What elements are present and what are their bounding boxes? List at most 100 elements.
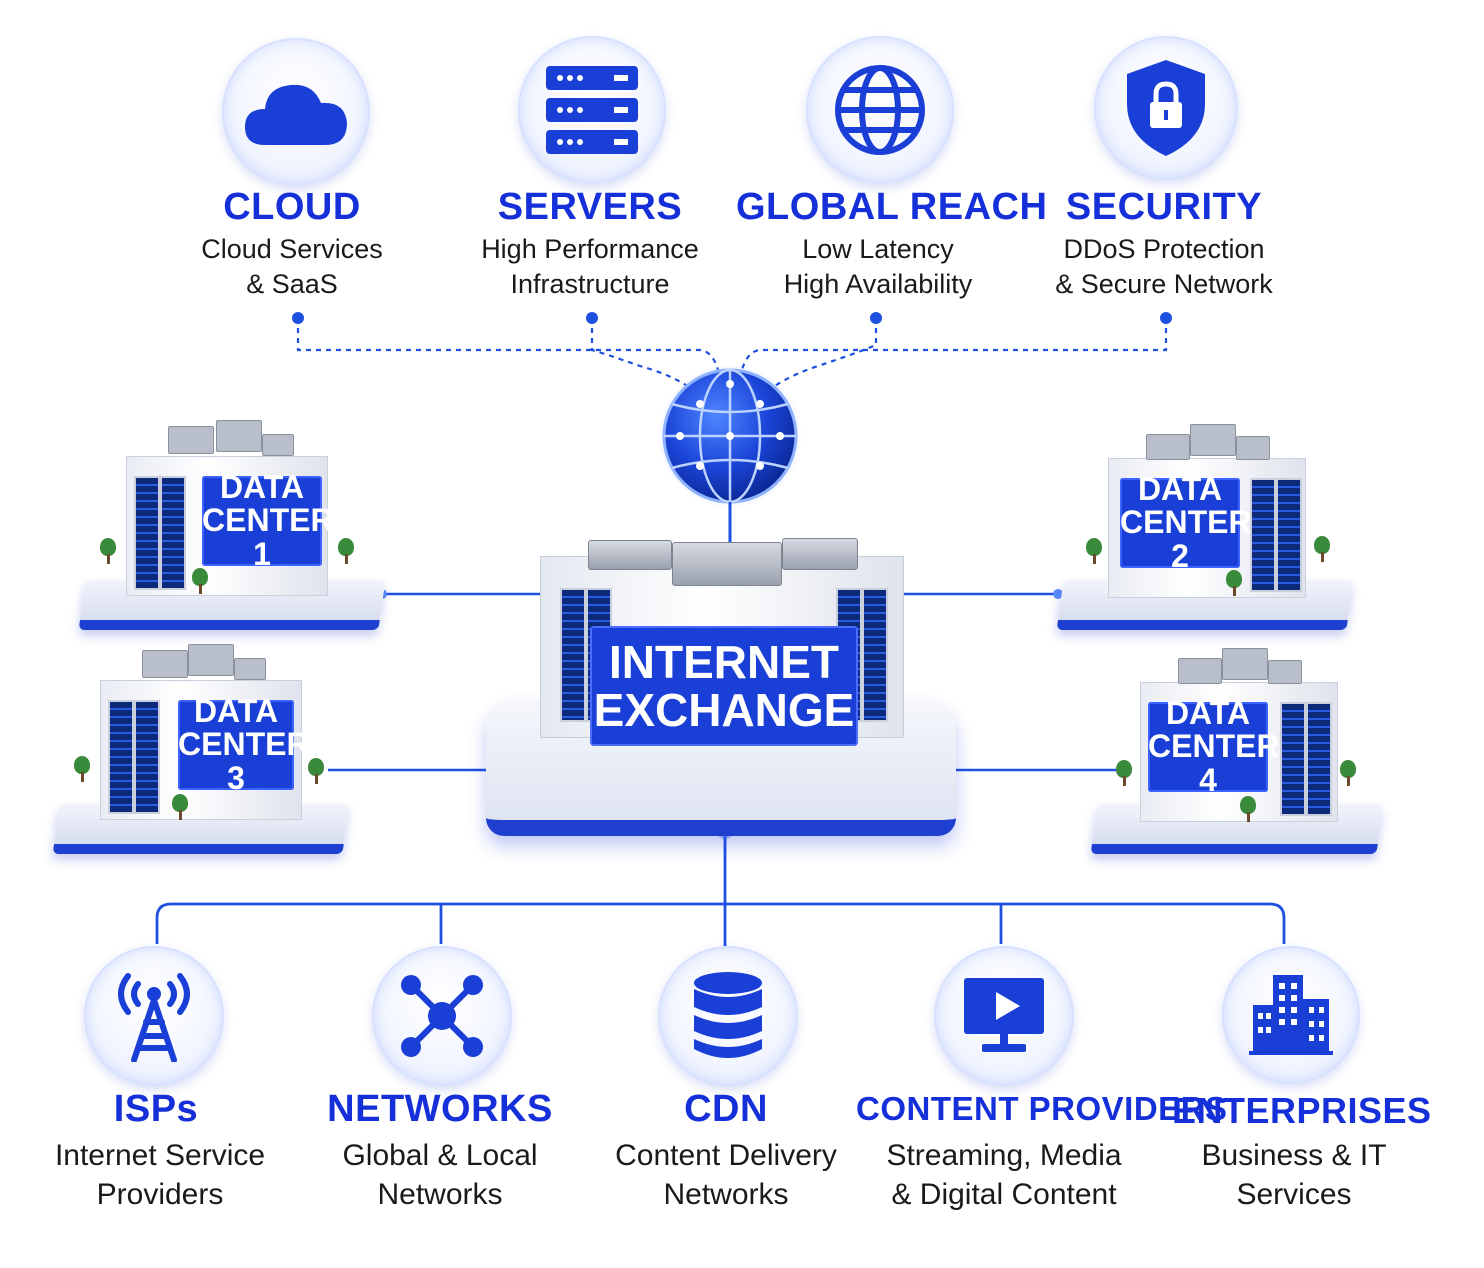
global-reach-description: Low Latency High Availability [736, 232, 1020, 302]
enterprises-title: ENTERPRISES [1172, 1090, 1432, 1131]
data-center-2-roof-unit [1146, 434, 1190, 460]
router-icon [672, 542, 782, 586]
globe-icon [835, 65, 925, 155]
cloud-icon [245, 84, 347, 145]
top-link-dots [292, 312, 1172, 324]
cloud-line-2: & SaaS [246, 269, 338, 300]
bottom-distribution-links [155, 832, 1286, 946]
data-center-2-rack [1250, 478, 1276, 592]
tree-decoration [170, 794, 190, 822]
data-center-1-roof-unit [216, 420, 262, 452]
cell-tower-icon [118, 973, 190, 1062]
tree-decoration [1312, 536, 1332, 564]
global-reach-line-1: Low Latency [802, 234, 954, 264]
servers-line-1: High Performance [481, 234, 699, 264]
tree-decoration [306, 758, 326, 786]
data-center-2-roof-unit [1236, 436, 1270, 460]
isps-title: ISPs [113, 1088, 199, 1130]
data-center-1-sign-line-2: CENTER 1 [202, 502, 334, 572]
data-center-3-roof-unit [142, 650, 188, 678]
cdn-description: Content Delivery Networks [588, 1136, 864, 1214]
network-nodes-icon [401, 975, 483, 1057]
data-center-4-sign-line-2: CENTER 4 [1148, 728, 1280, 798]
exchange-rooftop-unit [782, 538, 858, 570]
tree-decoration [98, 538, 118, 566]
exchange-rack [560, 588, 586, 722]
data-center-4-sign: DATA CENTER 4 [1148, 696, 1280, 797]
content-providers-line-2: & Digital Content [891, 1178, 1117, 1211]
data-center-2: DATA CENTER 2 [1056, 424, 1354, 630]
data-center-4: DATA CENTER 4 [1090, 648, 1384, 854]
enterprises-line-2: Services [1236, 1178, 1352, 1211]
data-center-1-roof-unit [262, 434, 294, 456]
exchange-sign: INTERNET EXCHANGE [590, 626, 858, 746]
cdn-title: CDN [684, 1088, 768, 1130]
enterprises-circle [1222, 946, 1360, 1084]
networks-line-1: Global & Local [342, 1139, 538, 1172]
content-providers-line-1: Streaming, Media [886, 1139, 1122, 1172]
servers-title: SERVERS [497, 186, 683, 228]
data-center-3-rack [134, 700, 160, 814]
data-center-3-roof-unit [188, 644, 234, 676]
tree-decoration [1238, 796, 1258, 824]
data-center-1: DATA CENTER 1 [78, 420, 386, 630]
server-rack-icon [546, 66, 638, 154]
isps-circle [84, 946, 224, 1086]
networks-title: NETWORKS [327, 1088, 553, 1130]
cloud-circle [222, 38, 370, 186]
cloud-line-1: Cloud Services [201, 234, 383, 264]
data-center-3-rack [108, 700, 134, 814]
exchange-sign-line-1: INTERNET [609, 635, 839, 688]
global-reach-title: GLOBAL REACH [736, 186, 1048, 228]
data-center-4-roof-unit [1222, 648, 1268, 680]
data-center-4-roof-unit [1268, 660, 1302, 684]
tree-decoration [1084, 538, 1104, 566]
office-building-icon [1249, 975, 1333, 1055]
data-center-4-rack [1306, 702, 1332, 816]
content-providers-description: Streaming, Media & Digital Content [866, 1136, 1142, 1214]
cdn-line-2: Networks [663, 1178, 789, 1211]
servers-description: High Performance Infrastructure [450, 232, 730, 302]
servers-circle [518, 36, 666, 184]
security-title: SECURITY [1065, 186, 1263, 228]
tree-decoration [1338, 760, 1358, 788]
cloud-title: CLOUD [223, 186, 361, 228]
data-center-2-sign-line-1: DATA [1137, 470, 1223, 507]
data-center-3-roof-unit [234, 658, 266, 680]
data-center-4-roof-unit [1178, 658, 1222, 684]
cdn-circle [658, 946, 798, 1086]
tree-decoration [336, 538, 356, 566]
data-center-2-roof-unit [1190, 424, 1236, 456]
isps-line-2: Providers [96, 1178, 224, 1211]
data-center-1-sign-line-1: DATA [219, 468, 305, 505]
enterprises-line-1: Business & IT [1201, 1139, 1387, 1172]
data-center-3-sign: DATA CENTER 3 [178, 694, 310, 795]
cdn-line-1: Content Delivery [615, 1139, 837, 1172]
data-center-2-sign-line-2: CENTER 2 [1120, 504, 1252, 574]
security-description: DDoS Protection & Secure Network [1016, 232, 1312, 302]
security-circle [1094, 36, 1238, 180]
data-center-3-sign-line-1: DATA [193, 692, 279, 729]
security-line-2: & Secure Network [1055, 269, 1273, 300]
global-reach-circle [806, 36, 954, 184]
content-providers-title: CONTENT PROVIDERS [856, 1090, 1228, 1127]
data-center-4-rack [1280, 702, 1306, 816]
tree-decoration [190, 568, 210, 596]
data-center-1-sign: DATA CENTER 1 [202, 470, 334, 571]
tree-decoration [1114, 760, 1134, 788]
data-center-2-sign: DATA CENTER 2 [1120, 472, 1252, 573]
data-center-1-rack [160, 476, 186, 590]
cloud-description: Cloud Services & SaaS [152, 232, 432, 302]
tree-decoration [1224, 570, 1244, 598]
tree-decoration [72, 756, 92, 784]
data-center-1-rack [134, 476, 160, 590]
shield-lock-icon [1127, 60, 1205, 156]
data-center-2-rack [1276, 478, 1302, 592]
data-center-4-sign-line-1: DATA [1165, 694, 1251, 731]
monitor-play-icon [964, 978, 1044, 1052]
exchange-sign-line-2: EXCHANGE [593, 684, 855, 736]
data-center-3: DATA CENTER 3 [52, 644, 350, 854]
networks-circle [372, 946, 512, 1086]
